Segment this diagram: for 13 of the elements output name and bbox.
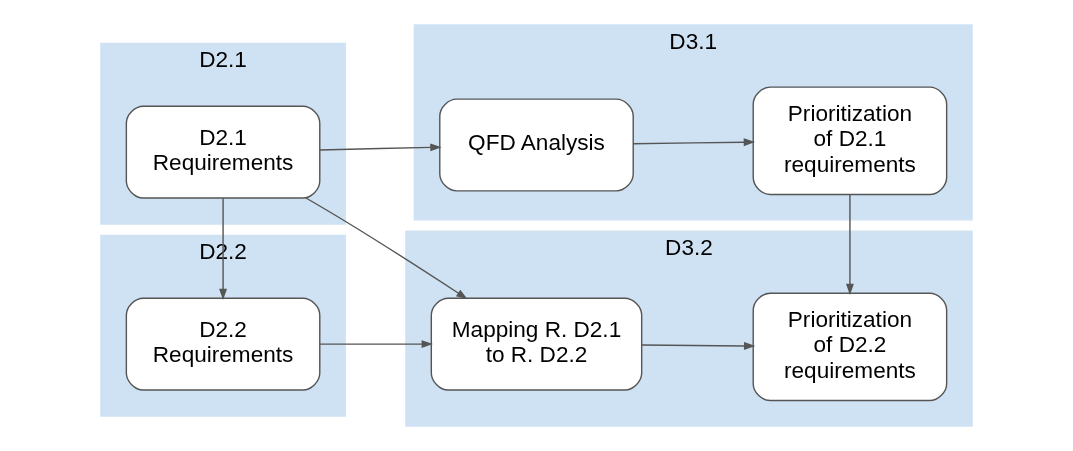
arrow	[632, 138, 755, 147]
node-box: Prioritization of D2.2 requirements	[752, 292, 948, 402]
node-box: QFD Analysis	[439, 98, 634, 192]
arrow	[319, 143, 442, 152]
node-box: D2.2 Requirements	[125, 297, 321, 391]
arrow	[219, 197, 228, 301]
arrow	[641, 342, 756, 350]
node-box: D2.1 Requirements	[125, 105, 321, 199]
arrow	[305, 197, 468, 300]
arrow	[845, 194, 854, 296]
node-box: Prioritization of D2.1 requirements	[752, 86, 948, 196]
node-box: Mapping R. D2.1 to R. D2.2	[430, 297, 643, 391]
arrow	[319, 340, 433, 349]
